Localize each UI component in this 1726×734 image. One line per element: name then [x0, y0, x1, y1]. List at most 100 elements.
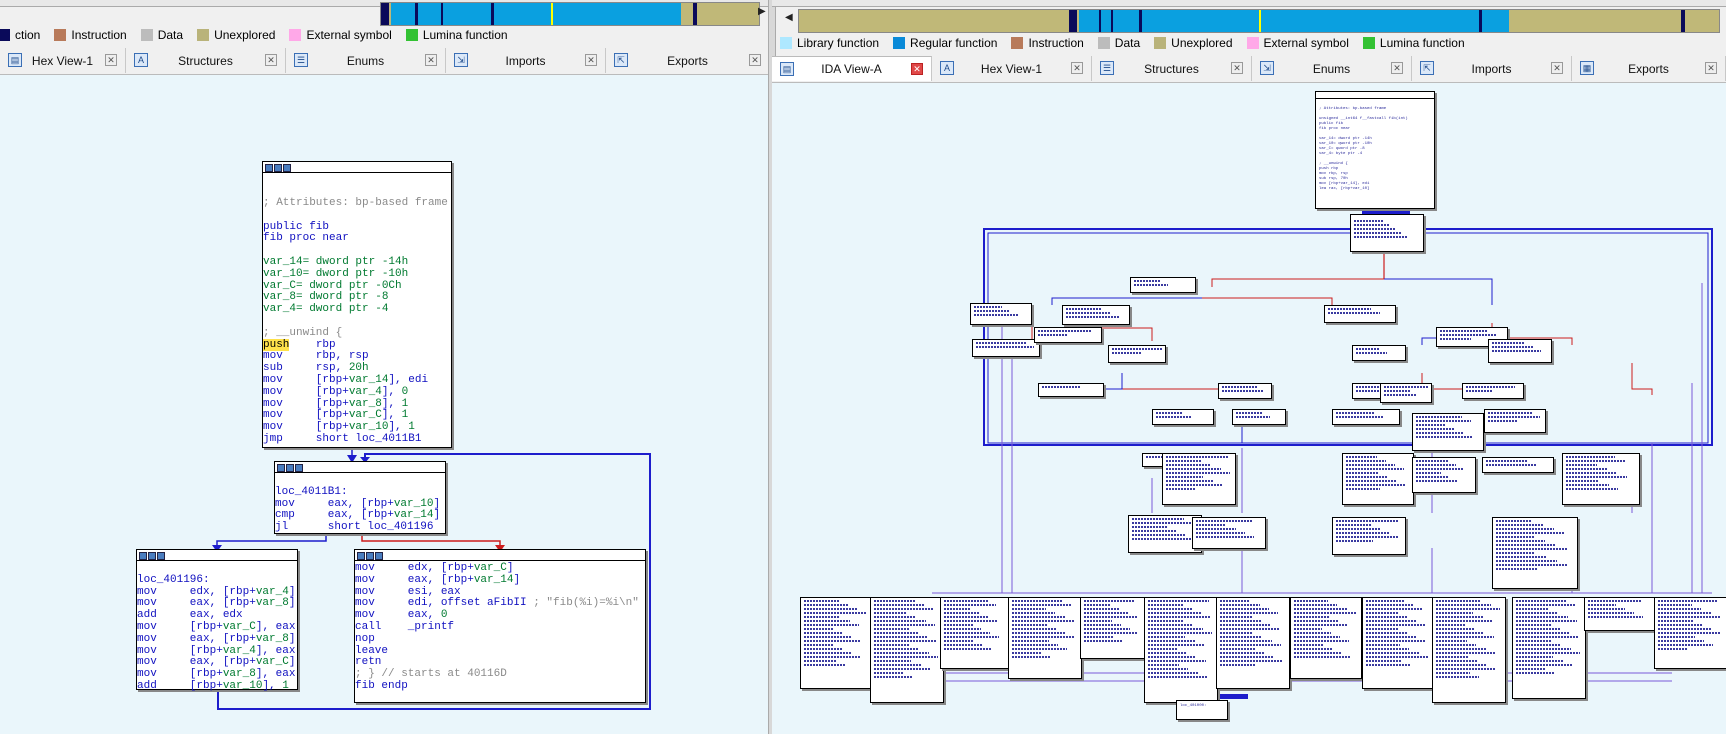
asm-line[interactable]: mov [rbp+var_14], edi — [263, 374, 451, 387]
tab-structures[interactable]: ☰Structures✕ — [1092, 56, 1252, 81]
graph-node-block[interactable] — [1332, 409, 1400, 425]
close-tab-icon[interactable]: ✕ — [425, 54, 437, 66]
asm-line[interactable]: mov [rbp+var_8], eax — [137, 668, 297, 681]
asm-line[interactable]: retn — [355, 656, 645, 669]
close-tab-icon[interactable]: ✕ — [1071, 62, 1083, 74]
asm-line[interactable]: fib proc near — [263, 232, 451, 245]
close-tab-icon[interactable]: ✕ — [265, 54, 277, 66]
asm-line[interactable]: nop — [355, 633, 645, 646]
asm-line[interactable]: fib endp — [355, 680, 645, 693]
tab-imports[interactable]: ⇱Imports✕ — [1412, 56, 1572, 81]
graph-node-block[interactable] — [1216, 597, 1290, 689]
graph-node-block[interactable] — [1562, 453, 1640, 505]
graph-node-block[interactable] — [970, 303, 1032, 325]
close-tab-icon[interactable]: ✕ — [749, 54, 761, 66]
graph-node-loc-401196[interactable]: loc_401196:mov edx, [rbp+var_4]mov eax, … — [136, 549, 298, 693]
asm-line[interactable]: var_C= dword ptr -0Ch — [263, 280, 451, 293]
graph-node-block[interactable] — [1342, 453, 1414, 505]
nav-scroll-left-icon[interactable]: ◀ — [785, 12, 793, 23]
close-tab-icon[interactable]: ✕ — [585, 54, 597, 66]
asm-line[interactable]: mov eax, [rbp+var_14] — [355, 574, 645, 587]
tab-exports[interactable]: ▦Exports✕ — [1572, 56, 1726, 81]
asm-line[interactable]: var_4= dword ptr -4 — [263, 303, 451, 316]
asm-line[interactable]: mov rbp, rsp — [263, 350, 451, 363]
graph-node-block[interactable] — [1584, 597, 1656, 631]
asm-line[interactable]: mov esi, eax — [355, 586, 645, 599]
navigation-band[interactable] — [798, 9, 1720, 33]
graph-node-block[interactable] — [1218, 383, 1272, 399]
graph-node-block[interactable] — [1412, 413, 1484, 451]
graph-node-block[interactable] — [1412, 457, 1476, 493]
graph-node-block[interactable] — [1488, 339, 1552, 363]
tab-ida-view-a[interactable]: ▤IDA View-A✕ — [772, 56, 932, 81]
asm-line[interactable]: mov eax, [rbp+var_8] — [137, 633, 297, 646]
asm-line[interactable]: jl short loc_401196 — [275, 521, 445, 534]
graph-node-block[interactable] — [1492, 517, 1578, 589]
asm-line[interactable]: mov edx, [rbp+var_4] — [137, 586, 297, 599]
asm-line[interactable]: ; Attributes: bp-based frame — [263, 197, 451, 210]
asm-line[interactable]: mov [rbp+var_C], eax — [137, 621, 297, 634]
asm-line[interactable]: sub rsp, 20h — [263, 362, 451, 375]
asm-line[interactable]: mov [rbp+var_C], 1 — [263, 409, 451, 422]
graph-node-block[interactable] — [1482, 457, 1554, 473]
asm-line[interactable]: var_8= dword ptr -8 — [263, 291, 451, 304]
graph-node-block[interactable] — [1484, 409, 1546, 433]
navigation-band[interactable] — [380, 2, 760, 26]
asm-line[interactable]: push rbp — [263, 338, 451, 352]
close-tab-icon[interactable]: ✕ — [105, 54, 117, 66]
asm-line[interactable]: ; } // starts at 40116D — [355, 668, 645, 681]
asm-line[interactable]: public fib — [263, 221, 451, 234]
graph-node-block[interactable] — [1232, 409, 1286, 425]
asm-line[interactable]: mov edi, offset aFibII ; "fib(%i)=%i\n" — [355, 597, 645, 610]
graph-node-block[interactable] — [1144, 597, 1218, 703]
asm-line[interactable]: mov [rbp+var_8], 1 — [263, 398, 451, 411]
graph-node-block[interactable] — [800, 597, 872, 689]
graph-node-block[interactable] — [1192, 517, 1266, 549]
graph-node-exit-block[interactable]: mov edx, [rbp+var_C]mov eax, [rbp+var_14… — [354, 549, 646, 703]
graph-node-block[interactable] — [1290, 597, 1362, 679]
close-tab-icon[interactable]: ✕ — [1391, 62, 1403, 74]
graph-node-block[interactable] — [1324, 305, 1396, 323]
tab-enums[interactable]: ☰Enums✕ — [286, 48, 446, 73]
close-tab-icon[interactable]: ✕ — [1231, 62, 1243, 74]
graph-node-exit[interactable]: loc_401000: — [1176, 700, 1228, 720]
asm-line[interactable]: mov edx, [rbp+var_C] — [355, 562, 645, 575]
tab-enums[interactable]: ⇲Enums✕ — [1252, 56, 1412, 81]
graph-node-block[interactable] — [1462, 383, 1524, 399]
graph-node-block[interactable] — [1332, 517, 1406, 555]
tab-imports[interactable]: ⇲Imports✕ — [446, 48, 606, 73]
asm-line[interactable]: mov [rbp+var_4], 0 — [263, 386, 451, 399]
asm-line[interactable]: mov eax, [rbp+var_10] — [275, 498, 445, 511]
asm-line[interactable]: mov eax, 0 — [355, 609, 645, 622]
close-tab-icon[interactable]: ✕ — [1551, 62, 1563, 74]
nav-scroll-right-icon[interactable]: ▶ — [758, 6, 766, 17]
graph-node-block[interactable] — [870, 597, 944, 703]
asm-line[interactable]: cmp eax, [rbp+var_14] — [275, 509, 445, 522]
asm-line[interactable]: mov [rbp+var_10], 1 — [263, 421, 451, 434]
graph-node-block[interactable] — [972, 339, 1040, 357]
asm-line[interactable]: loc_4011B1: — [275, 486, 445, 499]
graph-node-block[interactable] — [1108, 345, 1166, 363]
graph-node-block[interactable] — [1512, 597, 1586, 699]
asm-line[interactable]: jmp short loc_4011B1 — [263, 433, 451, 446]
graph-node-block[interactable] — [1162, 453, 1236, 505]
tab-hex-view[interactable]: ▤Hex View-1✕ — [0, 48, 126, 73]
graph-node-block[interactable] — [1152, 409, 1214, 425]
graph-node-loc-4011b1[interactable] — [1350, 214, 1424, 252]
graph-node-block[interactable] — [1362, 597, 1434, 689]
graph-node-block[interactable] — [1062, 305, 1130, 325]
asm-line[interactable]: add [rbp+var_10], 1 — [137, 680, 297, 693]
asm-line[interactable]: var_14= dword ptr -14h — [263, 256, 451, 269]
graph-node-block[interactable] — [1654, 597, 1726, 669]
close-tab-icon[interactable]: ✕ — [911, 63, 923, 75]
graph-node-loc-4011b1[interactable]: loc_4011B1:mov eax, [rbp+var_10]cmp eax,… — [274, 461, 446, 534]
graph-node-block[interactable] — [1352, 345, 1406, 361]
tab-exports[interactable]: ⇱Exports✕ — [606, 48, 770, 73]
graph-node-block[interactable] — [1034, 327, 1102, 343]
graph-node-block[interactable] — [940, 597, 1010, 669]
